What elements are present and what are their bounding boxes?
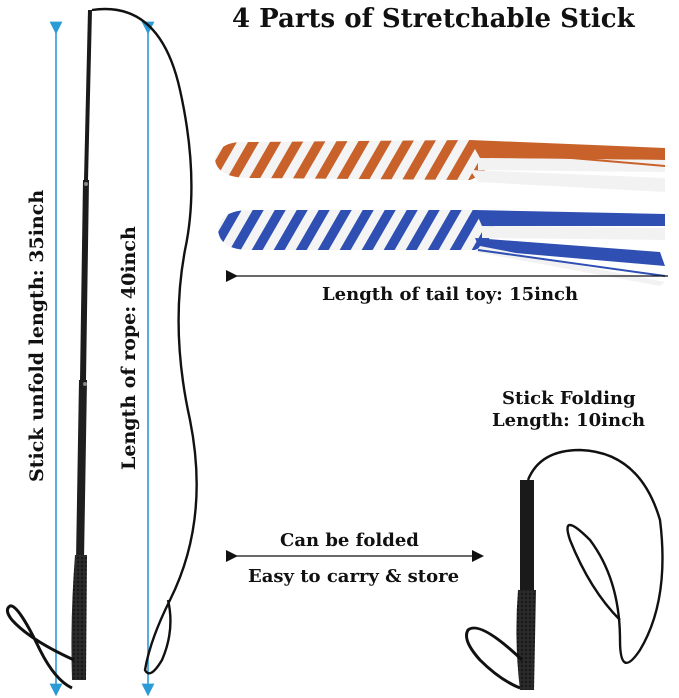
folding-label-line1: Stick Folding bbox=[502, 388, 636, 409]
tail-toy-label: Length of tail toy: 15inch bbox=[322, 284, 579, 305]
folding-label-line2: Length: 10inch bbox=[492, 410, 646, 431]
extended-stick bbox=[5, 10, 92, 690]
page-title: 4 Parts of Stretchable Stick bbox=[232, 4, 635, 34]
blue-tail-toy bbox=[218, 210, 666, 286]
rope-length-label: Length of rope: 40inch bbox=[118, 226, 140, 470]
stick-unfold-label: Stick unfold length: 35inch bbox=[26, 189, 48, 482]
easy-carry-label: Easy to carry & store bbox=[248, 566, 460, 587]
folded-stick bbox=[465, 448, 664, 690]
long-rope bbox=[91, 7, 198, 675]
orange-tail-toy bbox=[215, 140, 666, 192]
can-fold-label: Can be folded bbox=[280, 530, 419, 551]
